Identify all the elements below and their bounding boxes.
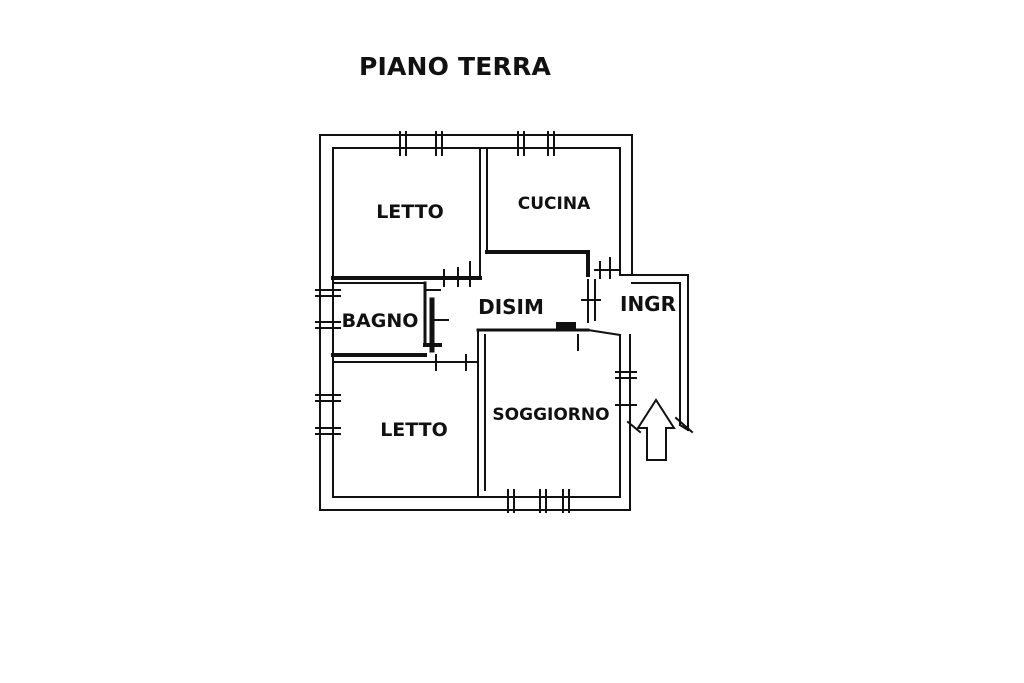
openings — [315, 131, 694, 513]
page-title: PIANO TERRA — [358, 52, 552, 81]
room-label-ingr: INGR — [620, 292, 676, 316]
arrow-up-icon — [636, 398, 676, 461]
room-label-letto-top: LETTO — [376, 201, 444, 223]
room-label-soggiorno: SOGGIORNO — [492, 405, 609, 425]
room-label-letto-bottom: LETTO — [380, 419, 448, 441]
interior-walls — [331, 147, 622, 498]
room-label-disim: DISIM — [478, 295, 544, 319]
room-label-bagno: BAGNO — [342, 310, 419, 332]
room-label-cucina: CUCINA — [518, 194, 591, 214]
